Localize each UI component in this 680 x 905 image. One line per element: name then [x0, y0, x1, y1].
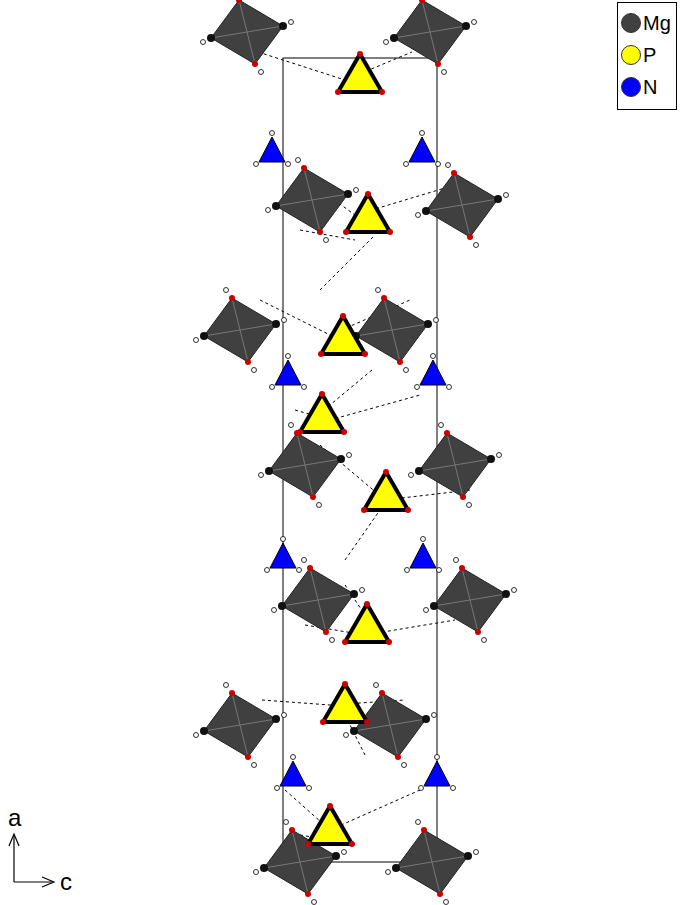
p-tetrahedron: [343, 191, 393, 235]
p-tetrahedron: [318, 313, 368, 357]
mg-octahedron: [259, 423, 352, 508]
mg-octahedron: [194, 683, 287, 768]
axis-arrowhead: [9, 834, 19, 846]
mg-octahedron: [409, 423, 502, 508]
n-tetrahedron: [254, 131, 291, 167]
p-tetrahedron: [320, 681, 370, 725]
axis-arrowhead: [42, 877, 54, 887]
axis-label: c: [60, 870, 72, 894]
n-tetrahedron: [270, 354, 307, 390]
mg-octahedron: [386, 820, 479, 905]
n-tetrahedron: [405, 537, 442, 573]
legend-entry: P: [618, 39, 676, 71]
legend-entry: Mg: [618, 7, 676, 39]
n-tetrahedron: [275, 755, 312, 791]
n-tetrahedron: [404, 131, 441, 167]
mg-octahedron: [201, 0, 294, 75]
mg-octahedron: [344, 683, 437, 768]
axis-arrows: [9, 834, 54, 887]
n-tetrahedron: [419, 755, 456, 791]
p-tetrahedron: [361, 469, 411, 513]
legend-swatch: [621, 45, 641, 65]
mg-octahedron: [194, 288, 287, 373]
p-tetrahedron: [342, 601, 392, 645]
mg-octahedron: [346, 288, 439, 373]
legend-swatch: [621, 13, 641, 33]
mg-octahedron: [384, 0, 477, 75]
legend-text: N: [643, 76, 657, 99]
axis-line: [14, 881, 52, 882]
p-tetrahedron: [297, 391, 347, 435]
legend-text: P: [643, 44, 656, 67]
axis-line: [13, 836, 14, 882]
legend-entry: N: [618, 71, 676, 103]
p-tetrahedron: [335, 51, 385, 95]
n-tetrahedron: [415, 354, 452, 390]
p-tetrahedron: [305, 803, 355, 847]
axis-label: a: [8, 806, 21, 830]
h-bond: [258, 52, 412, 80]
legend-text: Mg: [643, 12, 671, 35]
legend-swatch: [621, 77, 641, 97]
legend-box: MgPN: [617, 2, 677, 110]
n-tetrahedron: [265, 537, 302, 573]
mg-octahedron: [416, 163, 509, 248]
